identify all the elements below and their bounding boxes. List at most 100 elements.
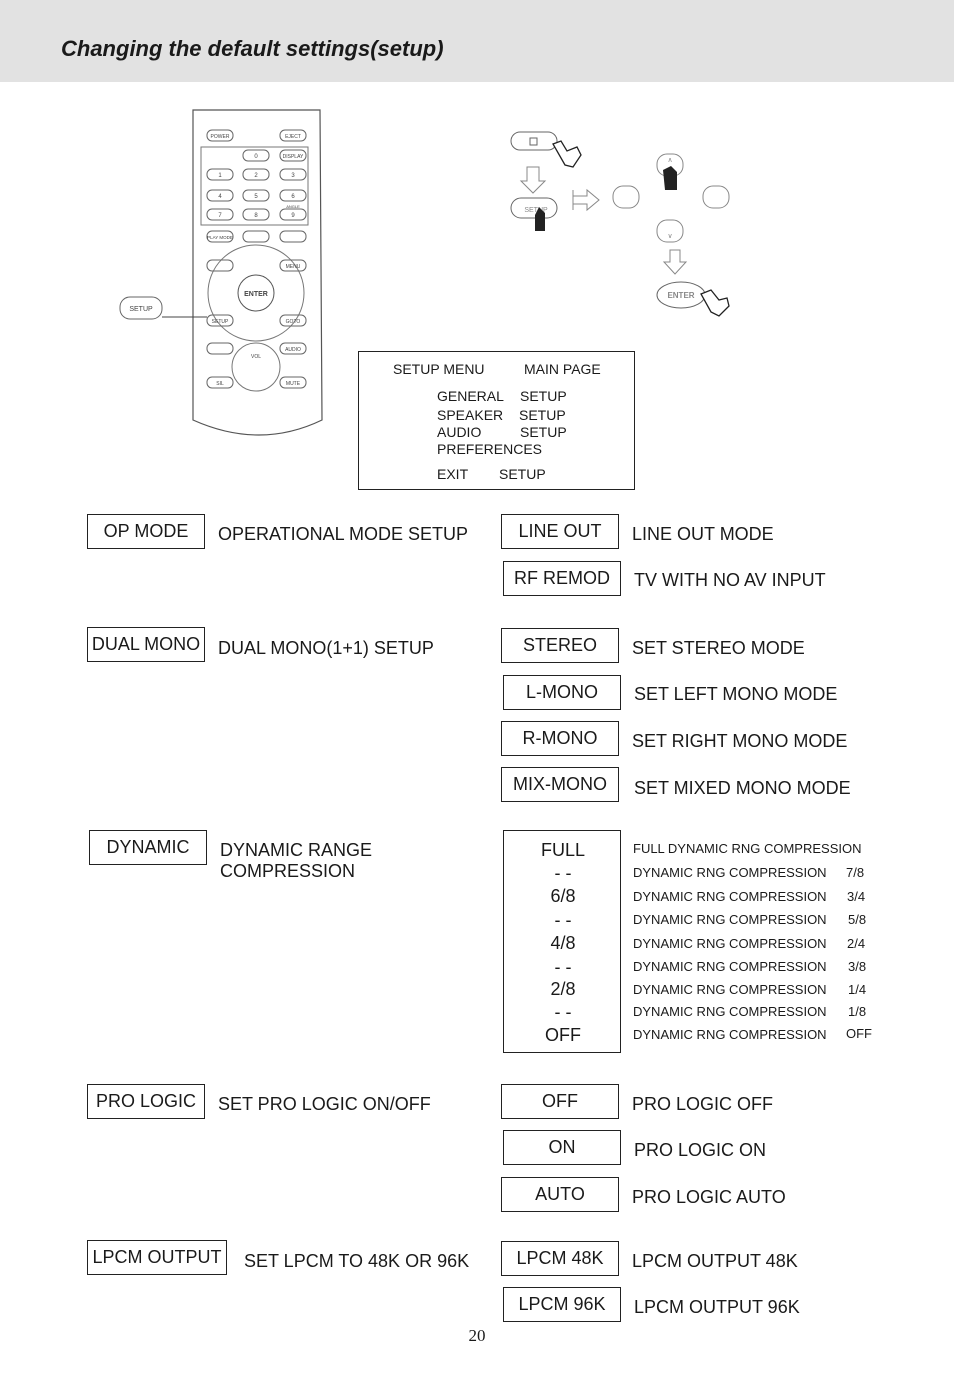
menu-item-audio[interactable]: AUDIO	[437, 424, 482, 440]
dynamic-level: 2/8	[550, 979, 576, 999]
dynamic-level-value: 3/4	[847, 889, 866, 904]
remote-setup-callout: SETUP	[129, 306, 153, 313]
menu-item-general[interactable]: GENERAL	[437, 388, 504, 404]
setup-menu-title: SETUP MENU	[393, 361, 485, 377]
remote-display-label: DISPLAY	[283, 154, 304, 160]
remote-key-7: 7	[218, 213, 222, 219]
dynamic-level-description: DYNAMIC RNG COMPRESSION	[633, 912, 827, 927]
dynamic-description-line2: COMPRESSION	[220, 861, 356, 881]
remote-key-8: 8	[254, 213, 258, 219]
remote-sil-label: SIL	[216, 381, 224, 387]
menu-item-exit-suffix: SETUP	[499, 466, 546, 482]
dynamic-level-description: DYNAMIC RNG COMPRESSION	[633, 889, 827, 904]
pro-logic-auto-box: AUTO	[501, 1177, 619, 1212]
dynamic-level-description: DYNAMIC RNG COMPRESSION	[633, 936, 827, 951]
setup-menu-screen	[358, 351, 635, 490]
flow-setup-key-label: SETUP	[524, 207, 548, 214]
dynamic-level-description: DYNAMIC RNG COMPRESSION	[633, 865, 827, 880]
pro-logic-on-box: ON	[503, 1130, 621, 1165]
page-title: Changing the default settings(setup)	[61, 36, 444, 61]
lpcm-96k-box: LPCM 96K	[503, 1287, 621, 1322]
remote-angle-label: ANGLE	[286, 204, 300, 209]
menu-item-exit[interactable]: EXIT	[437, 466, 469, 482]
dynamic-level-value: OFF	[846, 1026, 872, 1041]
remote-power-label: POWER	[211, 134, 230, 140]
pro-logic-box: PRO LOGIC	[87, 1084, 205, 1119]
dynamic-level-separator: - -	[554, 957, 572, 977]
lpcm-96k-description: LPCM OUTPUT 96K	[634, 1297, 800, 1317]
op-mode-description: OPERATIONAL MODE SETUP	[218, 524, 469, 544]
remote-vol-label: VOL	[251, 354, 261, 360]
pro-logic-auto-description: PRO LOGIC AUTO	[632, 1187, 786, 1207]
pro-logic-off-box: OFF	[501, 1084, 619, 1119]
op-mode-box: OP MODE	[87, 514, 205, 549]
menu-item-general-suffix: SETUP	[520, 388, 567, 404]
dynamic-level-value: 1/8	[848, 1004, 867, 1019]
dynamic-level-description: FULL DYNAMIC RNG COMPRESSION	[633, 841, 862, 856]
remote-key-5: 5	[254, 194, 258, 200]
key-press-flow-illustration: SETUP ∧ ∨ ENTER	[510, 131, 730, 317]
remote-key-2: 2	[254, 173, 258, 179]
arrow-down-icon	[662, 249, 688, 275]
mix-mono-description: SET MIXED MONO MODE	[634, 778, 851, 798]
remote-mute-label: MUTE	[286, 381, 301, 387]
dual-mono-box: DUAL MONO	[87, 627, 205, 662]
remote-key-0: 0	[254, 154, 258, 160]
hand-pointer-icon	[535, 207, 545, 231]
flow-enter-key-label: ENTER	[667, 291, 694, 300]
rf-remod-box: RF REMOD	[503, 561, 621, 596]
line-out-box: LINE OUT	[501, 514, 619, 549]
remote-playmode-label: PLAY MODE	[207, 235, 233, 240]
dynamic-description-line1: DYNAMIC RANGE	[220, 840, 373, 860]
lpcm-48k-description: LPCM OUTPUT 48K	[632, 1251, 798, 1271]
dynamic-level: 6/8	[550, 886, 576, 906]
hand-pointer-icon	[700, 289, 730, 317]
dynamic-level-value: 5/8	[848, 912, 867, 927]
remote-enter-label: ENTER	[244, 291, 268, 298]
line-out-description: LINE OUT MODE	[632, 524, 774, 544]
dynamic-level: OFF	[545, 1025, 581, 1045]
remote-key-1: 1	[218, 173, 222, 179]
dual-mono-description: DUAL MONO(1+1) SETUP	[218, 638, 434, 658]
dynamic-level-description: DYNAMIC RNG COMPRESSION	[633, 982, 827, 997]
dynamic-box: DYNAMIC	[89, 830, 207, 865]
remote-goto-label: GOTO	[286, 319, 301, 325]
lpcm-48k-box: LPCM 48K	[501, 1241, 619, 1276]
pro-logic-off-description: PRO LOGIC OFF	[632, 1094, 774, 1114]
menu-item-audio-suffix: SETUP	[520, 424, 567, 440]
mix-mono-box: MIX-MONO	[501, 767, 619, 802]
menu-item-speaker-suffix: SETUP	[519, 407, 566, 423]
stereo-description: SET STEREO MODE	[632, 638, 805, 658]
dynamic-level: FULL	[540, 840, 585, 860]
header-bar	[0, 0, 954, 82]
l-mono-box: L-MONO	[503, 675, 621, 710]
r-mono-description: SET RIGHT MONO MODE	[632, 731, 848, 751]
remote-menu-label: MENU	[286, 264, 301, 270]
lpcm-description: SET LPCM TO 48K OR 96K	[244, 1251, 470, 1271]
page-number: 20	[468, 1326, 486, 1345]
remote-audio-label: AUDIO	[285, 347, 301, 353]
remote-setup-label: SETUP	[212, 319, 229, 325]
dynamic-level-value: 1/4	[848, 982, 867, 997]
remote-eject-label: EJECT	[285, 134, 301, 140]
pro-logic-description: SET PRO LOGIC ON/OFF	[218, 1094, 431, 1114]
menu-item-preferences[interactable]: PREFERENCES	[437, 441, 543, 457]
stereo-box: STEREO	[501, 628, 619, 663]
remote-key-9: 9	[291, 213, 295, 219]
arrow-right-icon	[572, 188, 600, 212]
arrow-down-icon	[519, 166, 547, 194]
dynamic-level-value: 7/8	[846, 865, 865, 880]
dynamic-level-description: DYNAMIC RNG COMPRESSION	[633, 1004, 827, 1019]
dynamic-level-separator: - -	[554, 1002, 572, 1022]
dynamic-level-separator: - -	[554, 863, 572, 883]
dynamic-levels-box: FULL - - 6/8 - - 4/8 - - 2/8 - - OFF	[503, 830, 621, 1053]
pro-logic-on-description: PRO LOGIC ON	[634, 1140, 767, 1160]
dynamic-level-description: DYNAMIC RNG COMPRESSION	[633, 959, 827, 974]
dynamic-level: 4/8	[550, 933, 576, 953]
hand-pointer-icon	[552, 140, 582, 168]
dynamic-level-value: 2/4	[847, 936, 866, 951]
menu-item-speaker[interactable]: SPEAKER	[437, 407, 504, 423]
hand-pointer-icon	[663, 166, 677, 190]
l-mono-description: SET LEFT MONO MODE	[634, 684, 838, 704]
r-mono-box: R-MONO	[501, 721, 619, 756]
